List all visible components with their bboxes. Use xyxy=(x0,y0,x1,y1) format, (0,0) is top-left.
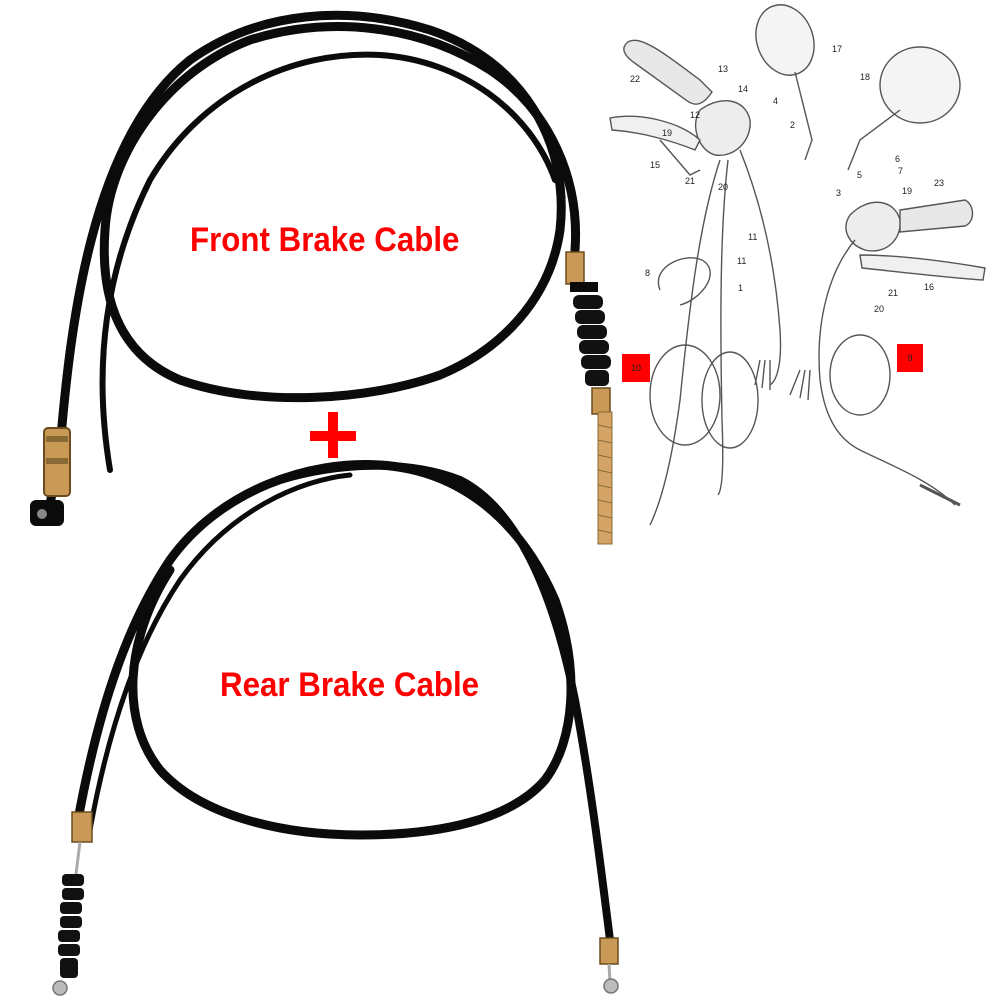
part-number: 22 xyxy=(630,74,641,84)
part-number: 6 xyxy=(895,154,901,164)
part-number: 11 xyxy=(737,256,747,266)
part-number: 3 xyxy=(836,188,842,198)
part-number: 14 xyxy=(738,84,749,94)
part-number: 23 xyxy=(934,178,945,188)
diagram-callout-10: 10 xyxy=(622,354,650,382)
front-cable-right-end xyxy=(565,251,613,545)
part-number: 21 xyxy=(685,176,696,186)
front-brake-cable-label: Front Brake Cable xyxy=(190,221,460,259)
part-number: 17 xyxy=(832,44,843,54)
part-number: 20 xyxy=(718,182,729,192)
part-number: 8 xyxy=(645,268,651,278)
front-cable-left-end xyxy=(30,427,71,526)
part-number: 5 xyxy=(857,170,863,180)
part-number: 13 xyxy=(718,64,729,74)
part-number: 19 xyxy=(662,128,673,138)
part-number: 2 xyxy=(790,120,796,130)
rear-brake-cable xyxy=(73,459,614,944)
part-number: 11 xyxy=(748,232,758,242)
rear-cable-left-end xyxy=(52,811,93,996)
part-number: 1 xyxy=(738,283,744,293)
part-number: 15 xyxy=(650,160,661,170)
part-number: 20 xyxy=(874,304,885,314)
part-number: 16 xyxy=(924,282,935,292)
part-number: 21 xyxy=(888,288,899,298)
rear-cable-right-end xyxy=(599,937,619,994)
rear-brake-cable-label: Rear Brake Cable xyxy=(220,666,480,704)
plus-icon xyxy=(310,412,358,460)
handlebar-parts-diagram xyxy=(609,4,986,526)
part-number: 19 xyxy=(902,186,913,196)
front-brake-cable xyxy=(45,10,581,510)
part-number: 18 xyxy=(860,72,871,82)
part-number: 7 xyxy=(898,166,904,176)
diagram-callout-9: 9 xyxy=(897,344,923,372)
part-number: 12 xyxy=(690,110,701,120)
part-number: 4 xyxy=(773,96,779,106)
